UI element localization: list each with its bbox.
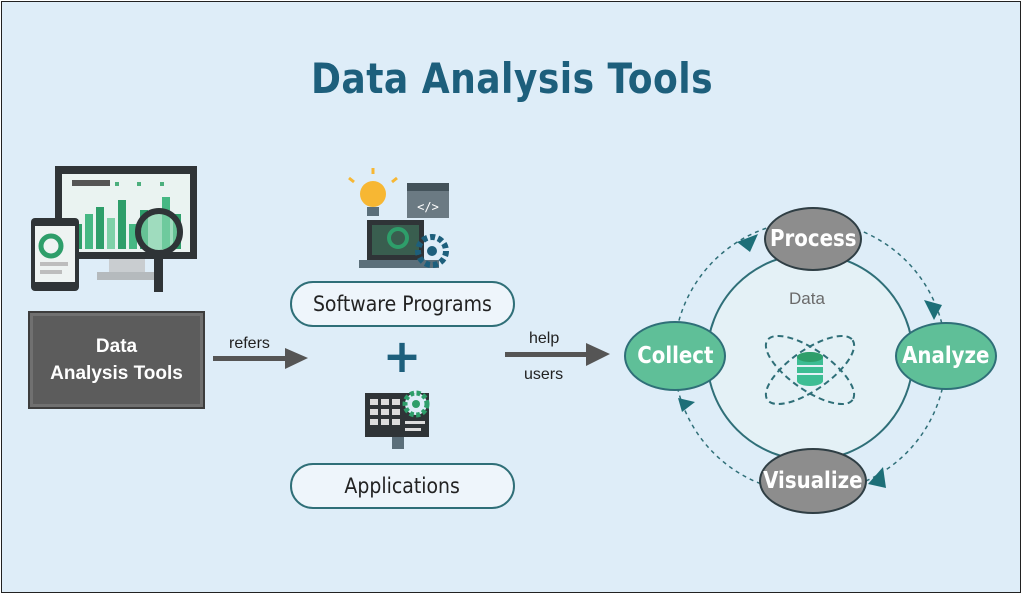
cycle-center-label: Data (789, 289, 825, 308)
code-window-icon: </> (407, 183, 449, 218)
refers-arrow (213, 348, 308, 369)
visualize-node: Visualize (759, 448, 867, 514)
help-users-arrow (505, 343, 610, 366)
laptop-icon (359, 220, 439, 268)
applications-label: Applications (344, 474, 461, 498)
box-line-2: Analysis Tools (50, 363, 183, 384)
applications-pill: Applications (290, 463, 515, 509)
cycle-arrow-2 (924, 300, 942, 320)
process-label: Process (769, 226, 857, 252)
gear-icon (387, 227, 449, 268)
software-programs-label: Software Programs (313, 292, 492, 316)
users-label: users (524, 366, 564, 383)
svg-text:</>: </> (417, 200, 439, 214)
collect-node: Collect (624, 321, 726, 391)
refers-label: refers (229, 335, 270, 352)
data-analysis-tools-box: Data Analysis Tools (28, 311, 205, 409)
cycle-arrow-4 (678, 398, 695, 412)
box-line-1: Data (95, 336, 138, 357)
tablet-icon (31, 218, 79, 291)
analyze-label: Analyze (902, 343, 990, 369)
page-title: Data Analysis Tools (310, 54, 714, 103)
lightbulb-icon (348, 168, 398, 216)
analyze-node: Analyze (895, 322, 997, 390)
keyboard-settings-icon (365, 390, 430, 449)
plus-sign: + (382, 329, 422, 383)
software-programs-pill: Software Programs (290, 281, 515, 327)
cycle-arrow-1 (737, 234, 758, 252)
collect-label: Collect (636, 343, 714, 369)
process-node: Process (764, 207, 862, 271)
cycle-arrow-3 (868, 467, 886, 488)
magnifier-icon (135, 208, 183, 292)
visualize-label: Visualize (763, 468, 863, 494)
help-label: help (529, 330, 560, 347)
